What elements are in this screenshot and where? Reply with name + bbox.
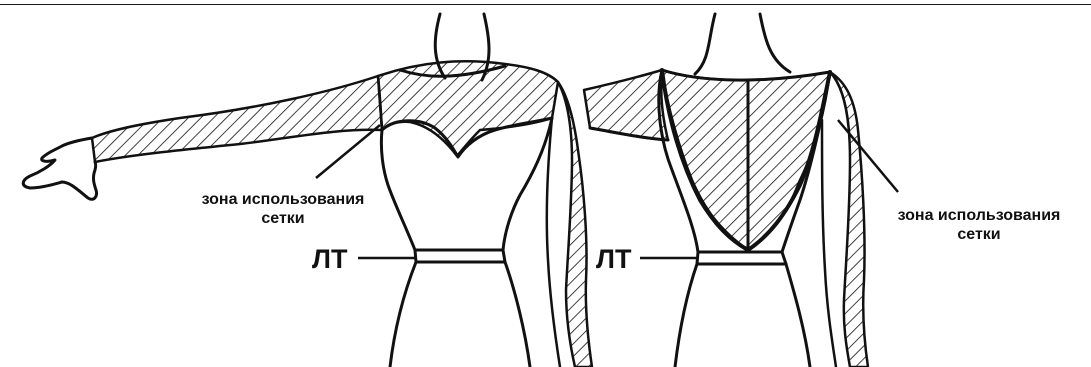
back-zone-leader-line <box>838 120 898 192</box>
back-mesh-panel <box>662 70 830 250</box>
front-right-sleeve <box>558 82 592 367</box>
back-right-sleeve <box>830 72 868 367</box>
front-waist-label: ЛТ <box>312 244 347 274</box>
front-skirt-right <box>505 262 530 367</box>
front-bodice-right <box>503 118 552 250</box>
front-left-hand <box>23 138 96 199</box>
front-skirt-left <box>390 262 416 367</box>
front-zone-label-line2: сетки <box>170 209 396 228</box>
back-waist-label: ЛТ <box>596 244 631 274</box>
front-zone-label-line1: зона использования <box>170 190 396 209</box>
back-skirt-right <box>786 264 810 367</box>
front-zone-label: зона использования сетки <box>170 190 396 228</box>
back-neck-right <box>760 14 790 72</box>
back-zone-label: зона использования сетки <box>866 206 1091 244</box>
back-zone-label-line2: сетки <box>866 225 1091 244</box>
back-neck-left <box>695 14 715 74</box>
front-left-sleeve <box>92 76 382 162</box>
back-view <box>584 14 868 367</box>
back-zone-label-line1: зона использования <box>866 206 1091 225</box>
back-skirt-left <box>675 264 697 367</box>
